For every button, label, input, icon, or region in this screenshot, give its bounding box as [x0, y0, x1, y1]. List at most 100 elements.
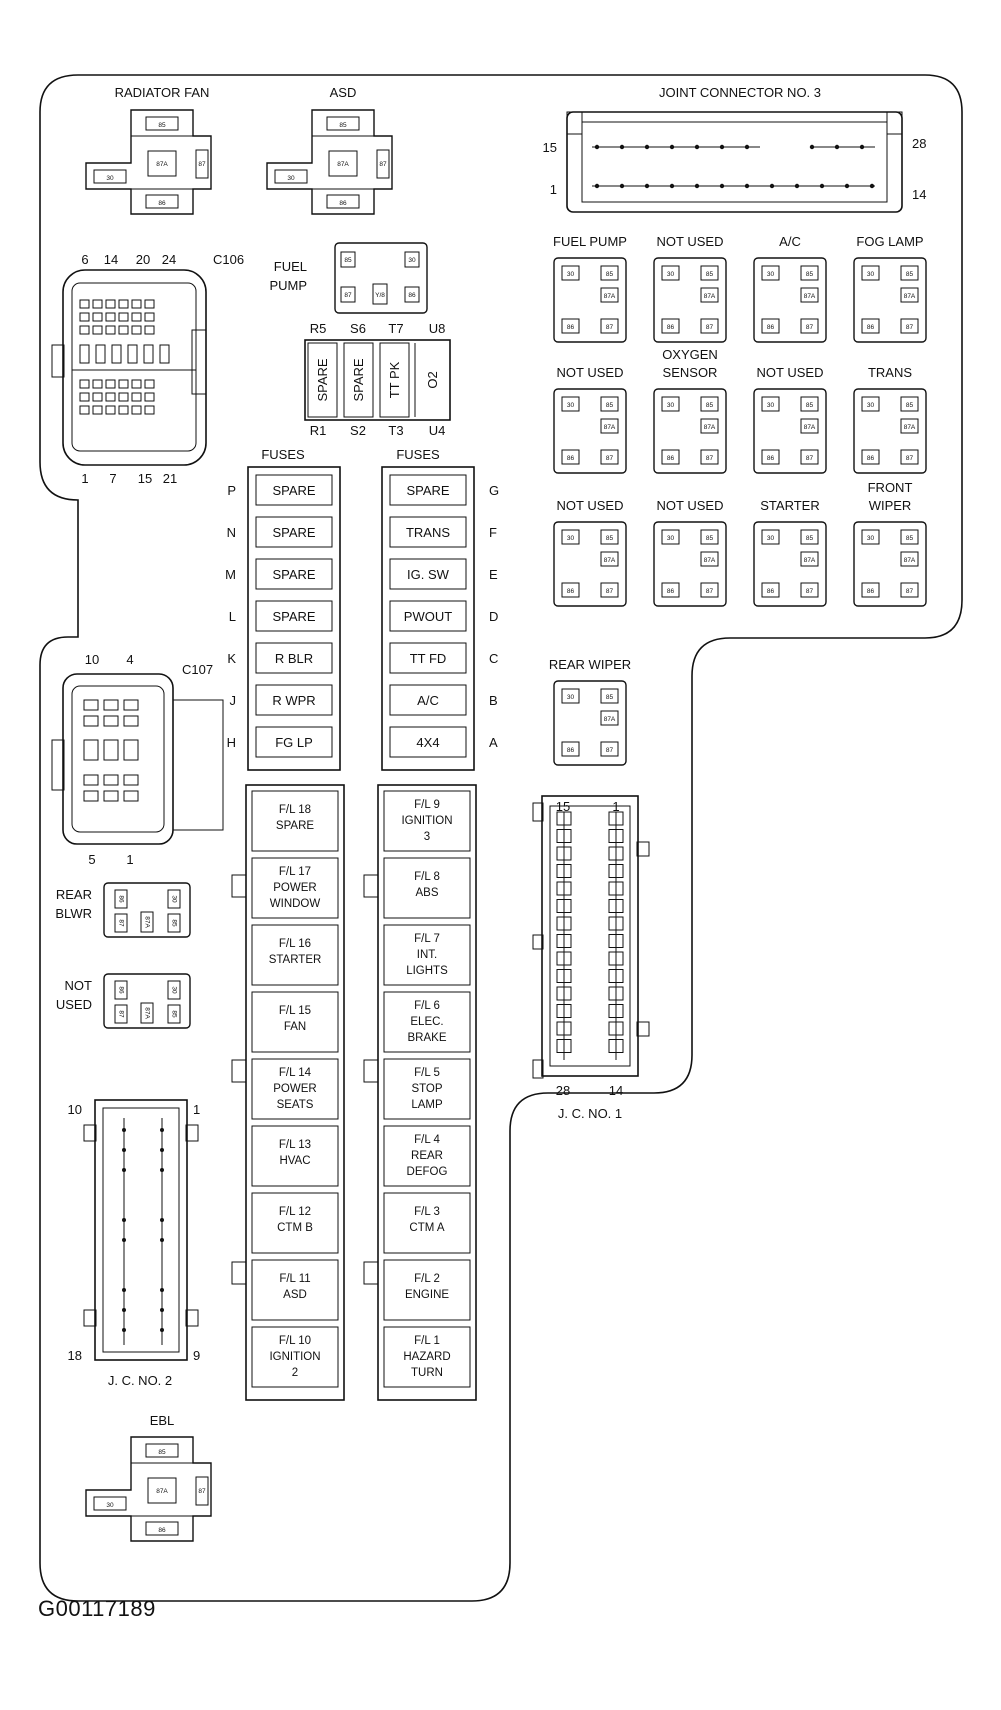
pin-label: 85	[158, 1449, 166, 1456]
mini-fuse: FG LPH	[227, 726, 333, 758]
relay-pin	[600, 582, 619, 598]
pin-label: 87A	[804, 293, 816, 300]
fuse-position-letter: D	[489, 609, 498, 624]
pin-label: 30	[767, 271, 775, 278]
fusible-link-label: 2	[292, 1367, 298, 1379]
fusible-link-label: 3	[424, 831, 430, 843]
fuse-position-label: T3	[388, 423, 403, 438]
relay-label: NOT USED	[757, 365, 824, 380]
pin-label: 86	[767, 324, 775, 331]
pin-label: 87A	[143, 916, 150, 928]
mini-fuse-body	[255, 600, 333, 632]
relay-body	[553, 521, 627, 607]
pin-label: 87	[198, 1488, 206, 1495]
fusible-link-label: CTM A	[409, 1222, 444, 1234]
pin-label: 87A	[704, 424, 716, 431]
pin-label: 85	[344, 257, 352, 264]
fusible-link-label: F/L 9	[414, 799, 440, 811]
pin-label: 30	[667, 535, 675, 542]
pin-label: 86	[408, 292, 416, 299]
pin-label: 86	[117, 986, 124, 994]
fusible-link-label: DEFOG	[407, 1166, 448, 1178]
relay-pin	[900, 265, 919, 281]
pin-label: 86	[117, 895, 124, 903]
fuel-pump-relay-small: FUEL PUMP 85 30 87 Y/8 86	[269, 242, 428, 314]
rear-blower-relay: REAR BLWR 86 30 87 87A 85	[55, 882, 191, 938]
pin-label: 86	[158, 1527, 166, 1534]
pin-label: 30	[170, 895, 177, 903]
pin-label: 87	[906, 455, 914, 462]
pin-label: 87	[117, 1010, 124, 1018]
fuses-left-label: FUSES	[261, 447, 305, 462]
pin-label: 87A	[604, 716, 616, 723]
relay-pin	[761, 318, 780, 334]
relay-pin	[800, 418, 819, 434]
pin-number: 14	[609, 1083, 623, 1098]
relay-pin	[561, 396, 580, 412]
radiator-fan-label: RADIATOR FAN	[115, 85, 210, 100]
relay-pin	[600, 688, 619, 704]
mini-fuse-label: TRANS	[406, 525, 450, 540]
relay-pin	[900, 551, 919, 567]
radiator-fan-relay: RADIATOR FAN 85 30 87A 87 86	[85, 85, 212, 215]
fusible-link-label: F/L 2	[414, 1273, 440, 1285]
fusible-link-body	[383, 1125, 471, 1187]
pin-number: 14	[104, 252, 118, 267]
fuse-position-label: R5	[310, 321, 327, 336]
pin-label: 30	[408, 257, 416, 264]
fuel-pump-label: PUMP	[269, 278, 307, 293]
relay-pin	[861, 449, 880, 465]
relay-label: SENSOR	[663, 365, 718, 380]
fuse-position-letter: F	[489, 525, 497, 540]
mini-fuse-label: SPARE	[272, 525, 315, 540]
relay-pin	[600, 396, 619, 412]
fuse-position-label: U8	[429, 321, 446, 336]
pin-label: 85	[906, 402, 914, 409]
fuse-position-label: U4	[429, 423, 446, 438]
pin-number: 9	[193, 1348, 200, 1363]
fusible-link-label: IGNITION	[401, 815, 452, 827]
mini-fuse-body	[389, 474, 467, 506]
fusible-link: F/L 9 IGNITION 3	[383, 790, 471, 852]
relay-pin	[561, 582, 580, 598]
pin-number: 10	[85, 652, 99, 667]
pin-label: 85	[906, 535, 914, 542]
pin-label: 87A	[704, 557, 716, 564]
pin-label: 85	[706, 402, 714, 409]
relay-label: FUEL PUMP	[553, 234, 627, 249]
relay-body	[753, 388, 827, 474]
pin-label: 30	[667, 271, 675, 278]
pin-label: 87A	[156, 1488, 168, 1495]
relay-pin	[900, 418, 919, 434]
mini-fuse-body	[389, 726, 467, 758]
pin-label: 86	[867, 324, 875, 331]
pin-label: 85	[706, 535, 714, 542]
relay-label: OXYGEN	[662, 347, 718, 362]
mini-fuse-label: SPARE	[272, 483, 315, 498]
relay-pin	[900, 396, 919, 412]
pin-number: 1	[550, 182, 557, 197]
fusible-link-body	[251, 991, 339, 1053]
c107-connector: 10 4 C107 5 1	[51, 652, 224, 867]
pin-number: 1	[81, 471, 88, 486]
fusible-link-body	[383, 790, 471, 852]
pin-label: 87	[806, 455, 814, 462]
fusible-link-label: F/L 8	[414, 871, 440, 883]
mini-fuse-body	[255, 516, 333, 548]
fusible-link-label: STOP	[411, 1083, 442, 1095]
pin-label: 86	[667, 588, 675, 595]
c106-label: C106	[213, 252, 244, 267]
pin-label: 87A	[804, 424, 816, 431]
relay-grid: FUEL PUMP 30 85 87A 86 87 NOT USED 30 85 87A 86 87A…	[549, 234, 927, 766]
pin-label: 85	[158, 122, 166, 129]
fusible-link-body	[383, 924, 471, 986]
